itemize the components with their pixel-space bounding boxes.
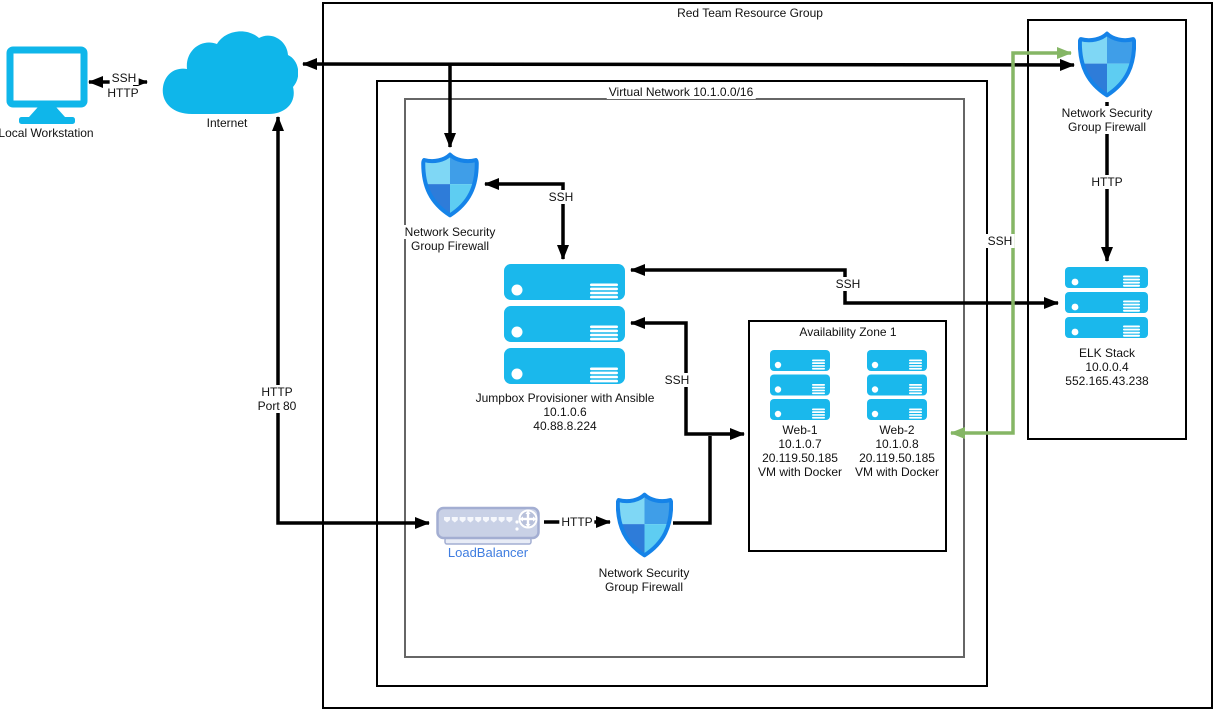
internet-label: Internet (204, 116, 250, 130)
edge-label-http-nsg-elk: HTTP (1089, 175, 1125, 189)
nsg-lb-label-line1: Network Security (596, 566, 692, 580)
nsg-lb-label-line2: Group Firewall (602, 580, 686, 594)
nsg-right-label-line2: Group Firewall (1065, 120, 1149, 134)
nsg-top-label-line2: Group Firewall (408, 239, 492, 253)
edge-label-ssh: SSH (109, 71, 139, 85)
web2-label-line2: 10.1.0.8 (873, 437, 921, 451)
web2-label-line1: Web-2 (877, 423, 917, 437)
shield-icon (616, 492, 673, 558)
edge-label-ssh-nsg-jumpbox: SSH (546, 190, 576, 204)
workstation-label: Local Workstation (0, 126, 96, 140)
availability-zone-box (748, 320, 947, 552)
jumpbox-label-line3: 40.88.8.224 (531, 419, 599, 433)
web2-label-line3: 20.119.50.185 (857, 451, 937, 465)
resource-group-title: Red Team Resource Group (675, 6, 825, 20)
edge-label-http-port80-line2: Port 80 (255, 399, 299, 413)
nsg-right-label-line1: Network Security (1059, 106, 1155, 120)
server-stack-icon (1065, 267, 1148, 338)
edge-label-http: HTTP (105, 86, 141, 100)
cloud-icon (162, 31, 298, 114)
edge-label-http-port80-line1: HTTP (259, 385, 295, 399)
elk-label-line2: 10.0.0.4 (1083, 360, 1131, 374)
elk-label-line3: 552.165.43.238 (1063, 374, 1151, 388)
web1-label-line1: Web-1 (780, 423, 820, 437)
edge-label-http-lb-nsg: HTTP (559, 515, 595, 529)
elk-label-line1: ELK Stack (1076, 346, 1138, 360)
shield-icon (1078, 31, 1136, 98)
loadbalancer-label: LoadBalancer (445, 545, 531, 560)
server-stack-icon (504, 264, 625, 384)
web1-label-line3: 20.119.50.185 (760, 451, 840, 465)
server-stack-icon (770, 350, 830, 420)
shield-icon (421, 152, 479, 218)
web1-label-line2: 10.1.0.7 (776, 437, 824, 451)
jumpbox-label-line2: 10.1.0.6 (541, 405, 589, 419)
nsg-top-label-line1: Network Security (402, 225, 498, 239)
edge-label-ssh-jumpbox-web: SSH (662, 373, 692, 387)
web2-label-line4: VM with Docker (852, 465, 942, 479)
edge-label-ssh-green: SSH (985, 234, 1015, 248)
jumpbox-label-line1: Jumpbox Provisioner with Ansible (473, 391, 657, 405)
virtual-network-title: Virtual Network 10.1.0.0/16 (606, 85, 756, 99)
availability-zone-title: Availability Zone 1 (797, 325, 899, 339)
server-stack-icon (867, 350, 927, 420)
web1-label-line4: VM with Docker (755, 465, 845, 479)
load-balancer-icon (436, 506, 540, 545)
monitor-icon (6, 46, 88, 124)
edge-label-ssh-jumpbox-elk: SSH (833, 277, 863, 291)
